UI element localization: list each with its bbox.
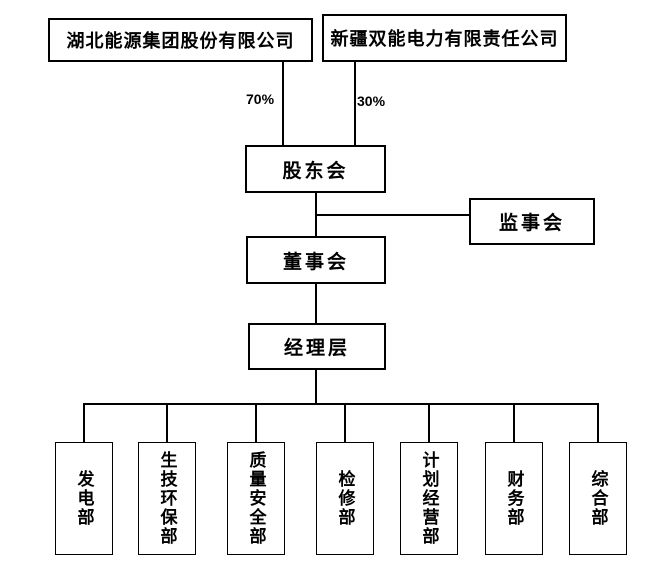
department-label: 检修部 (335, 470, 355, 527)
stake-label-xinjiang: 30% (357, 93, 386, 109)
department-label: 发电部 (74, 470, 94, 527)
department-bus-line (84, 403, 598, 405)
drop-line-dept-1 (83, 403, 85, 442)
supervisory-board-box: 监事会 (469, 198, 595, 245)
department-box-production-tech-environment: 生技环保部 (138, 442, 196, 555)
department-box-general-affairs: 综合部 (569, 442, 627, 555)
department-box-finance: 财务部 (485, 442, 543, 555)
parent-company-xinjiang-box: 新疆双能电力有限责任公司 (322, 14, 567, 62)
connector-management-to-bus (315, 370, 317, 403)
department-label: 财务部 (504, 470, 524, 527)
drop-line-dept-4 (344, 403, 346, 442)
connector-xinjiang-to-shareholders (354, 62, 356, 145)
connector-hubei-to-shareholders (282, 62, 284, 145)
drop-line-dept-3 (255, 403, 257, 442)
stake-label-hubei: 70% (246, 91, 275, 107)
department-label: 计划经营部 (419, 451, 439, 546)
department-box-maintenance: 检修部 (316, 442, 374, 555)
department-label: 生技环保部 (157, 451, 177, 546)
department-label: 质量安全部 (246, 451, 266, 546)
connector-branch-to-supervisors (315, 214, 469, 216)
supervisory-board-label: 监事会 (498, 213, 565, 234)
board-of-directors-box: 董事会 (246, 236, 386, 284)
parent-company-xinjiang-label: 新疆双能电力有限责任公司 (330, 29, 559, 49)
management-level-label: 经理层 (283, 338, 350, 359)
drop-line-dept-6 (513, 403, 515, 442)
parent-company-hubei-box: 湖北能源集团股份有限公司 (48, 18, 313, 62)
board-of-directors-label: 董事会 (282, 251, 349, 273)
connector-directors-to-management (315, 284, 317, 323)
drop-line-dept-2 (166, 403, 168, 442)
drop-line-dept-5 (428, 403, 430, 442)
management-level-box: 经理层 (248, 323, 386, 370)
department-box-power-generation: 发电部 (55, 442, 113, 555)
parent-company-hubei-label: 湖北能源集团股份有限公司 (66, 31, 295, 51)
department-box-quality-safety: 质量安全部 (227, 442, 285, 555)
drop-line-dept-7 (597, 403, 599, 442)
department-box-planning-operations: 计划经营部 (400, 442, 458, 555)
department-label: 综合部 (588, 470, 608, 527)
shareholders-meeting-box: 股东会 (245, 145, 386, 193)
shareholders-meeting-label: 股东会 (282, 160, 349, 182)
